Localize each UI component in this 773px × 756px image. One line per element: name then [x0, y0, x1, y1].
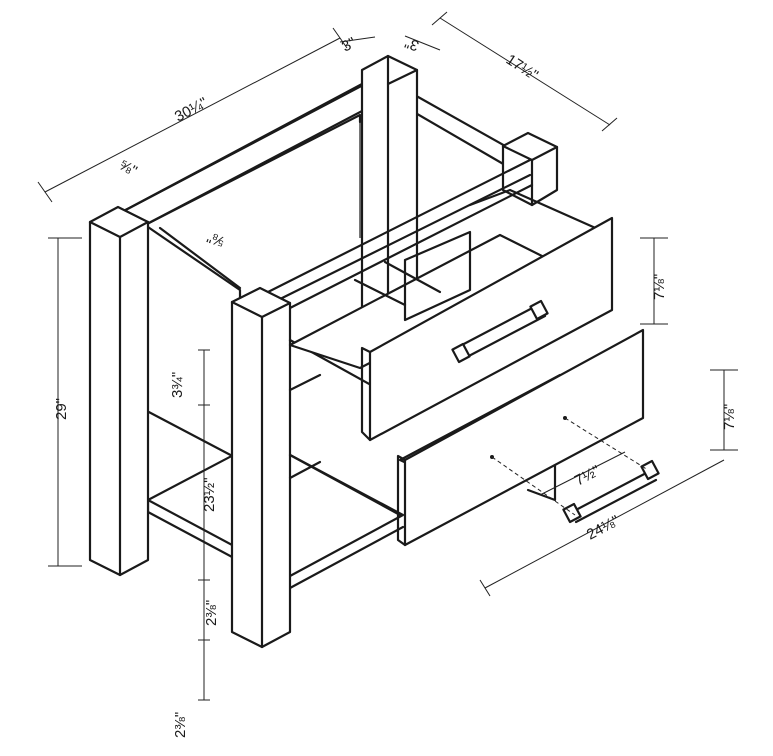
post-depth-label: 3" [403, 34, 422, 55]
cabinet [88, 54, 645, 649]
panel-thickness-inner: ⅝" [205, 228, 228, 250]
panel-thickness-upper: ⅝" [116, 157, 140, 180]
panel-thickness-inner-label: ⅝" [205, 228, 228, 250]
depth-label: 17½" [503, 51, 541, 84]
pull-holes [490, 416, 649, 516]
lower-drawer-front [403, 328, 645, 547]
side-gap-label: 3¾" [169, 372, 186, 398]
opening-height-label: 23½" [201, 477, 218, 512]
drawer-top-height-dimension: 7⅛" [640, 237, 668, 325]
shelf-gap-label: 2⅜" [203, 600, 220, 626]
depth-dimension: 17½" [431, 11, 618, 132]
post-width-dimension: 3" [339, 34, 376, 56]
left-side-panel [143, 223, 242, 462]
upper-drawer-pull [451, 299, 549, 364]
foot-gap-label: 2⅜" [172, 712, 189, 738]
drawer-bottom-height-dimension: 7⅛" [710, 369, 738, 451]
inner-height-dimensions: 3¾" 23½" 2⅜" 2⅜" [169, 349, 220, 738]
back-right-post [501, 131, 559, 207]
pull-spacing-label: 7½" [572, 462, 603, 489]
height-label: 29" [53, 398, 70, 420]
drawer-bottom-height-label: 7⅛" [721, 404, 738, 430]
post-width-label: 3" [339, 34, 359, 55]
lower-drawer-pull [562, 459, 660, 524]
drawer-width-label: 24⅛" [584, 512, 622, 543]
panel-thickness-upper-label: ⅝" [116, 157, 140, 180]
width-label: 30¼" [172, 94, 210, 125]
post-depth-dimension: 3" [403, 34, 441, 55]
height-dimension: 29" [48, 237, 82, 567]
drawer-top-height-label: 7⅛" [651, 274, 668, 300]
